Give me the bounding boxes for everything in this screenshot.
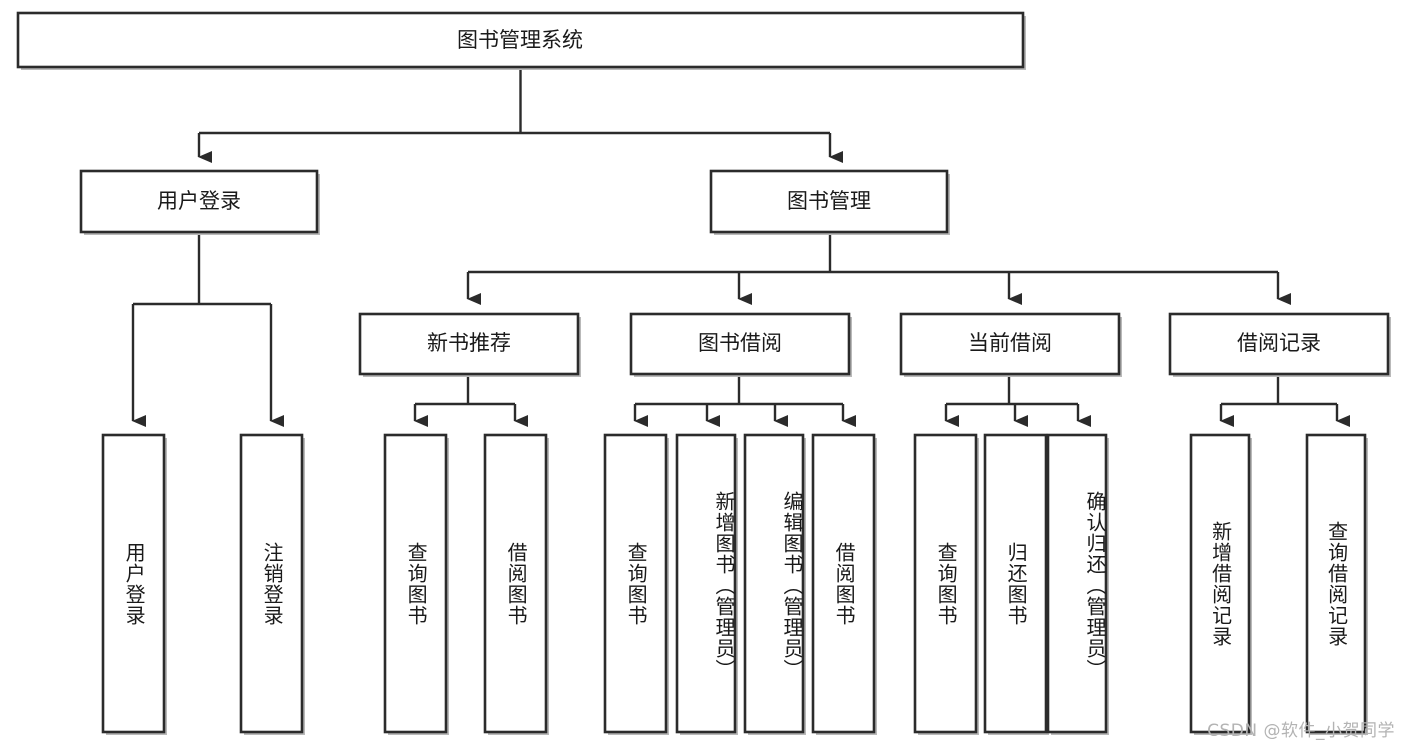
node-book-manage-label: 图书管理 <box>787 189 871 213</box>
connector-group-book-borrow <box>633 375 856 427</box>
connector-group-user-login <box>131 233 284 427</box>
node-leaf-borrow-book-rec[interactable] <box>483 433 549 735</box>
node-leaf-query-book-borrow[interactable] <box>603 433 669 735</box>
node-user-login-label: 用户登录 <box>157 189 241 213</box>
node-leaf-query-book-cur[interactable] <box>913 433 979 735</box>
node-leaf-borrow-book[interactable] <box>811 433 877 735</box>
node-borrow-record[interactable]: 借阅记录 <box>1168 312 1391 377</box>
node-leaf-query-book-rec[interactable] <box>383 433 449 735</box>
node-new-book-rec-label: 新书推荐 <box>427 331 511 355</box>
csdn-watermark: CSDN @软件_小贺同学 <box>1207 721 1395 741</box>
node-current-borrow-label: 当前借阅 <box>968 331 1052 355</box>
connector-group-borrow-record <box>1219 375 1350 427</box>
connector-group-new-book-rec <box>413 375 528 427</box>
node-book-borrow-label: 图书借阅 <box>698 331 782 355</box>
node-root-label: 图书管理系统 <box>457 28 583 52</box>
node-current-borrow[interactable]: 当前借阅 <box>899 312 1122 377</box>
node-leaf-query-borrow-record[interactable] <box>1305 433 1368 735</box>
node-borrow-record-label: 借阅记录 <box>1237 331 1321 355</box>
node-leaf-add-book-admin[interactable] <box>675 433 738 735</box>
node-leaf-user-login[interactable] <box>101 433 167 735</box>
node-root[interactable]: 图书管理系统 <box>16 11 1026 70</box>
node-leaf-add-borrow-record[interactable] <box>1189 433 1252 735</box>
node-new-book-rec[interactable]: 新书推荐 <box>358 312 581 377</box>
connector-group-book-manage <box>466 232 1291 305</box>
connector-group-root <box>197 67 843 163</box>
connector-group-current-borrow <box>944 375 1091 427</box>
node-leaf-return-book[interactable] <box>983 433 1049 735</box>
node-book-borrow[interactable]: 图书借阅 <box>629 312 852 377</box>
node-leaf-logout-login[interactable] <box>239 433 305 735</box>
node-leaf-edit-book-admin[interactable] <box>743 433 806 735</box>
node-book-manage[interactable]: 图书管理 <box>709 169 950 235</box>
node-user-login[interactable]: 用户登录 <box>79 169 320 235</box>
node-leaf-confirm-return-admin[interactable] <box>1046 433 1109 735</box>
